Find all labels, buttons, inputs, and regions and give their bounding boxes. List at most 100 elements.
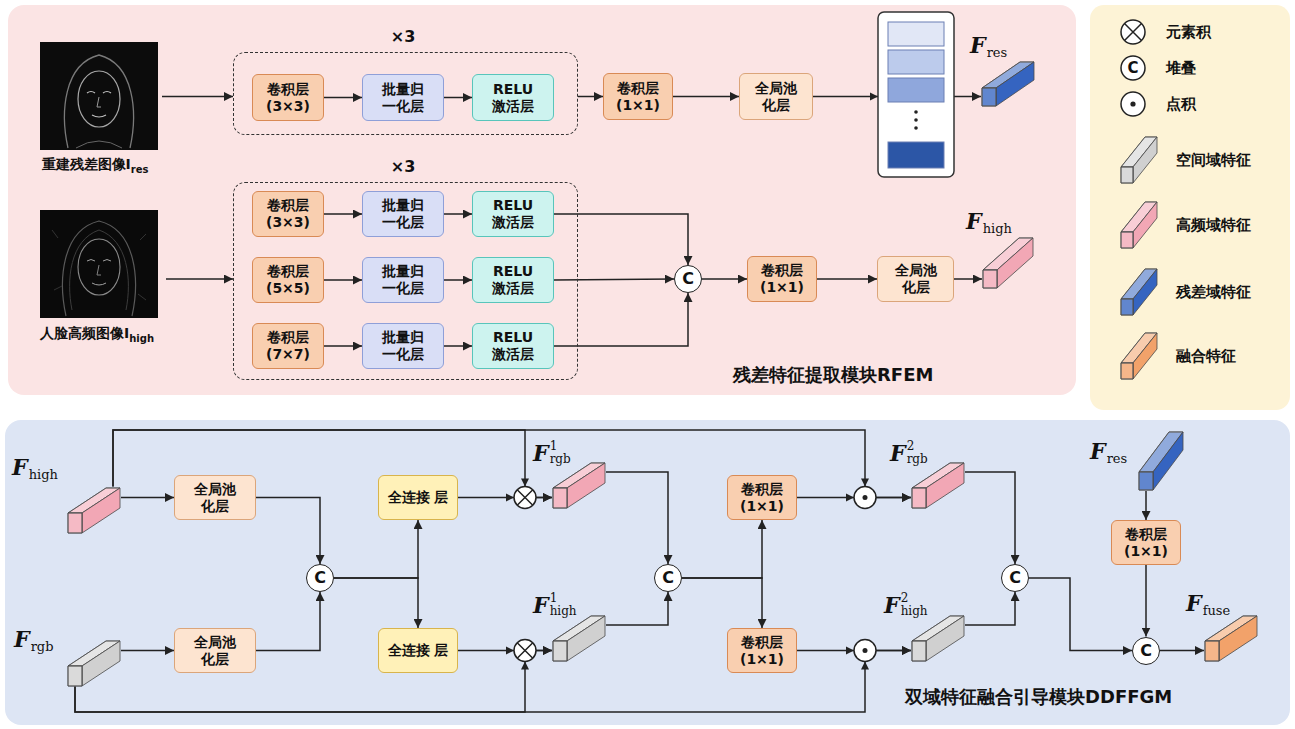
input-image: 重建残差图像Ires	[28, 38, 162, 178]
channel-vector-part	[888, 50, 944, 74]
connector	[256, 498, 320, 565]
repeat-count: ×3	[391, 157, 416, 176]
element-product-symbol-part	[517, 490, 533, 506]
layer-box: 卷积层 (1×1)	[727, 628, 797, 673]
element-product-symbol-part	[514, 487, 536, 509]
layer-box: RELU 激活层	[472, 257, 554, 303]
layer-box: 卷积层 (1×1)	[603, 73, 673, 120]
feature-label: Frgb	[14, 628, 53, 650]
feature-subscript: rgb	[31, 640, 54, 653]
element-product-symbol-part	[517, 643, 533, 659]
feature-superscript: 2	[907, 440, 928, 453]
channel-vector-part	[888, 78, 944, 102]
connector	[75, 651, 552, 713]
index-stack: 1high	[550, 592, 577, 617]
feature-symbol: F	[1090, 440, 1106, 462]
channel-vector-part	[888, 22, 944, 46]
connector	[166, 278, 233, 280]
symbol-arrowheads-part	[506, 494, 514, 502]
connector	[554, 293, 688, 346]
element-product-symbol	[514, 487, 536, 662]
caption-subscript: res	[131, 164, 149, 175]
connector	[444, 97, 472, 99]
cuboid-face	[997, 238, 1033, 288]
legend-swatch	[1120, 136, 1158, 184]
feature-map: F2rgb	[886, 436, 966, 510]
module-panel: 双域特征融合引导模块DDFFGMFhighFrgb全局池 化层全局池 化层C全连…	[5, 420, 1290, 725]
layer-box: RELU 激活层	[472, 323, 554, 369]
feature-label: F1rgb	[533, 440, 571, 465]
high-frequency-face-image-part	[70, 230, 129, 310]
cuboid-face	[1121, 363, 1133, 379]
feature-subscript: high	[983, 222, 1012, 235]
concat-node: C	[654, 564, 682, 592]
high-frequency-face-image-part	[87, 260, 111, 262]
concat-node: C	[306, 564, 334, 592]
index-stack: 1rgb	[550, 440, 571, 465]
residual-face-image-part	[76, 141, 122, 148]
layer-label: RELU 激活层	[477, 263, 549, 297]
feature-label: F2high	[884, 592, 928, 617]
feature-superscript: 1	[550, 440, 571, 453]
cuboid-face	[912, 488, 926, 508]
concat-node: C	[1132, 637, 1160, 665]
cuboid-face	[1153, 432, 1183, 490]
cuboid-face	[983, 270, 997, 288]
connector	[682, 578, 762, 628]
layer-label: 卷积层 (1×1)	[732, 634, 792, 668]
feature-symbol: F	[12, 456, 28, 478]
channel-vector	[870, 12, 954, 177]
layer-box: RELU 激活层	[472, 74, 554, 121]
feature-map: Fhigh	[962, 206, 1038, 290]
high-frequency-face-image-part	[92, 283, 106, 285]
legend-text: 高频域特征	[1176, 216, 1251, 235]
connector	[324, 345, 362, 347]
cuboid-shade	[68, 666, 82, 686]
feature-cuboid	[1138, 431, 1184, 491]
cuboid-face	[1121, 299, 1133, 315]
module-title: 残差特征提取模块RFEM	[733, 363, 933, 387]
layer-label: 全局池 化层	[179, 481, 251, 515]
connector	[702, 278, 747, 280]
cuboid-face	[1121, 232, 1133, 248]
feature-map: F2high	[880, 590, 966, 664]
layer-label: 卷积层 (3×3)	[257, 197, 319, 231]
cuboid-face	[1133, 137, 1157, 183]
feature-label: Fhigh	[12, 456, 58, 478]
layer-box: 批量归 一化层	[362, 74, 444, 121]
rfem-ground	[8, 5, 1076, 395]
concat-symbol: C	[662, 570, 674, 586]
feature-subscript: res	[987, 46, 1008, 59]
cuboid-face	[1133, 202, 1157, 248]
feature-superscript: 2	[901, 592, 928, 605]
feature-label: Fres	[1090, 440, 1127, 462]
channel-vector-part	[878, 12, 954, 177]
legend-symbols-part	[1125, 24, 1142, 41]
caption-text: 人脸高频图像I	[40, 325, 129, 341]
connector	[606, 472, 668, 564]
cuboid-shade	[983, 270, 997, 288]
connector	[606, 592, 668, 625]
layer-label: 全连接 层	[388, 489, 449, 506]
feature-map: Fres	[966, 30, 1038, 110]
connector	[444, 213, 472, 215]
layer-label: 卷积层 (1×1)	[1116, 526, 1176, 560]
index-stack: 2rgb	[907, 440, 928, 465]
layer-label: 卷积层 (1×1)	[752, 262, 812, 296]
caption-text: 重建残差图像I	[42, 156, 131, 172]
cuboid-face	[68, 513, 82, 533]
feature-subscript: rgb	[550, 453, 571, 466]
legend-text: 点积	[1166, 95, 1196, 114]
dot-product-symbol-part	[863, 648, 868, 653]
residual-face-image-part	[97, 97, 101, 107]
layer-box: 卷积层 (5×5)	[252, 257, 324, 303]
module-title: 双域特征融合引导模块DDFFGM	[905, 685, 1172, 709]
layer-box: 卷积层 (7×7)	[252, 323, 324, 369]
cuboid-face	[1133, 333, 1157, 379]
cuboid-shade	[1205, 641, 1219, 661]
connector	[817, 278, 877, 280]
dot-product-symbol	[854, 487, 876, 662]
layer-box: 卷积层 (1×1)	[727, 475, 797, 520]
image-caption: 人脸高频图像Ihigh	[28, 323, 166, 343]
feature-symbol: F	[966, 210, 982, 232]
